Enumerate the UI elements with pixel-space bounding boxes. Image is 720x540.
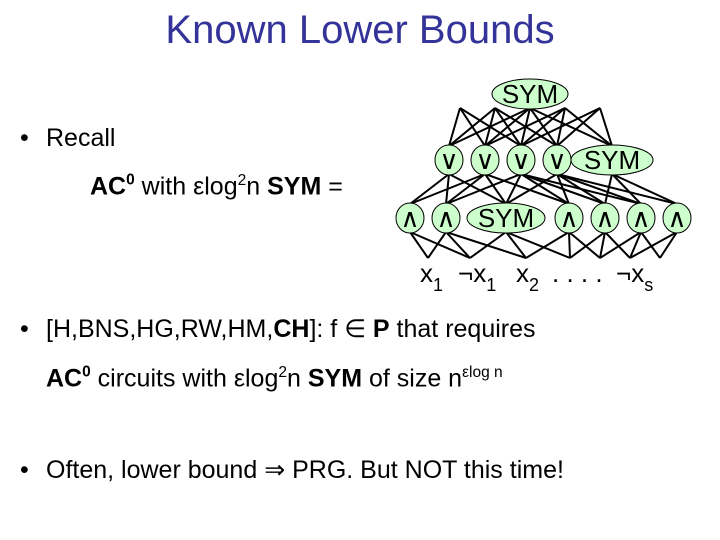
literal-x2: x2 (516, 258, 539, 295)
svg-text:∧: ∧ (631, 203, 650, 233)
gate-bottom-7: ∧ (662, 202, 692, 234)
literal-dots: . . . . (552, 258, 603, 288)
svg-text:∨: ∨ (439, 145, 458, 175)
gate-bottom-5: ∧ (590, 202, 620, 234)
literal-not-x1: ¬x1 (458, 258, 496, 295)
svg-text:∧: ∧ (667, 203, 686, 233)
bullet-often: •Often, lower bound ⇒ PRG. But NOT this … (20, 456, 564, 484)
bullet-result: •[H,BNS,HG,RW,HM,CH]: f ∈ P that require… (20, 315, 536, 343)
gate-middle-4: ∨ (542, 144, 572, 176)
literal-x1: x1 (420, 258, 443, 295)
svg-text:∨: ∨ (511, 145, 530, 175)
gate-bottom-6: ∧ (626, 202, 656, 234)
bullet-dot: • (20, 124, 29, 152)
svg-text:∧: ∧ (595, 203, 614, 233)
gate-middle-3: ∨ (506, 144, 536, 176)
svg-text:∧: ∧ (559, 203, 578, 233)
gate-bottom-2: ∧ (431, 202, 461, 234)
recall-text: Recall (46, 124, 116, 152)
circuit-gates: SYM∨∨∨∨SYM∧∧SYM∧∧∧∧ (395, 78, 692, 234)
bullet-dot: • (20, 315, 29, 343)
svg-text:∨: ∨ (475, 145, 494, 175)
gate-bottom-3: SYM (466, 202, 546, 234)
gate-middle-1: ∨ (434, 144, 464, 176)
literal-not-xs: ¬xs (616, 258, 653, 295)
gate-bottom-4: ∧ (554, 202, 584, 234)
svg-text:SYM: SYM (478, 203, 534, 233)
bullet-recall: • Recall (20, 124, 115, 153)
bullet-dot: • (20, 456, 29, 484)
gate-middle-5: SYM (570, 144, 654, 176)
gate-bottom-1: ∧ (395, 202, 425, 234)
recall-formula: AC0 with εlog2n SYM = (90, 172, 343, 201)
input-literals: x1 ¬x1 x2 . . . . ¬xs (420, 258, 653, 295)
circuit-wires (409, 107, 678, 259)
page-title: Known Lower Bounds (165, 8, 555, 52)
svg-text:∧: ∧ (400, 203, 419, 233)
svg-text:∨: ∨ (547, 145, 566, 175)
gate-top-sym: SYM (491, 78, 569, 110)
result-line-2: AC0 circuits with εlog2n SYM of size nεl… (46, 364, 503, 393)
svg-text:SYM: SYM (584, 145, 640, 175)
gate-middle-2: ∨ (470, 144, 500, 176)
svg-text:SYM: SYM (502, 79, 558, 109)
svg-text:∧: ∧ (436, 203, 455, 233)
